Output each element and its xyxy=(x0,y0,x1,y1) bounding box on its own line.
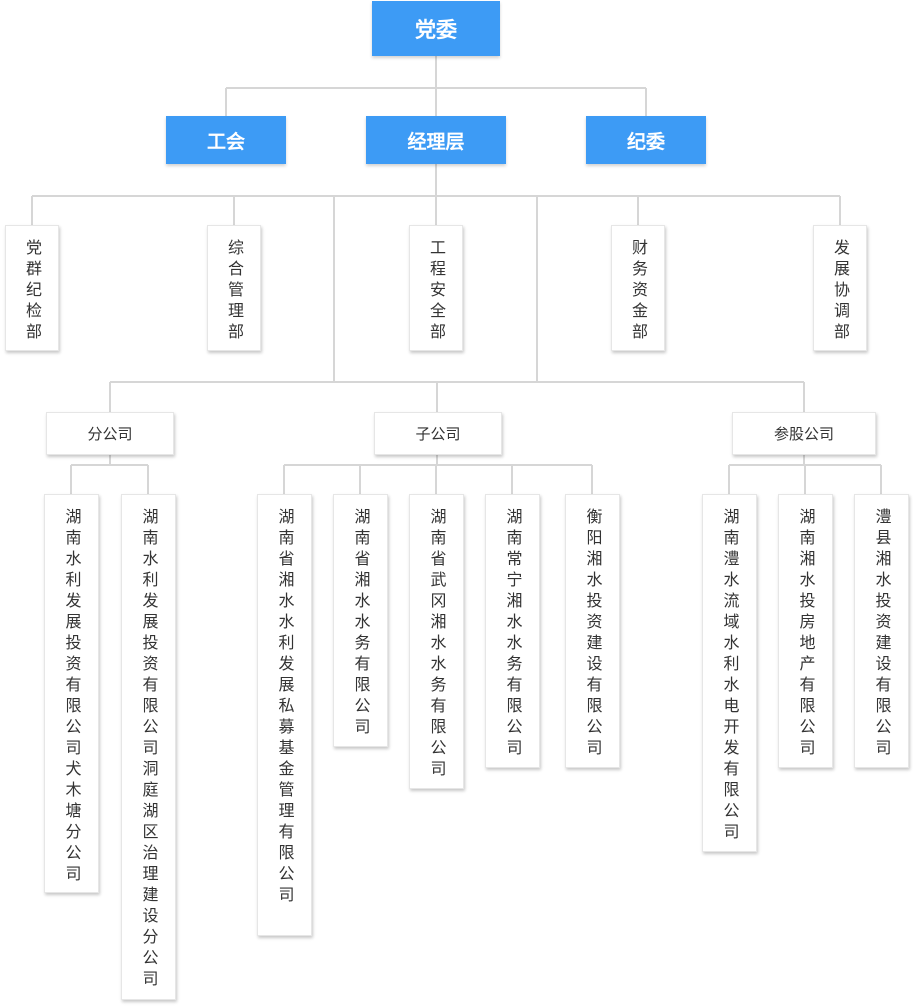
node-hold-lixian: 澧县湘水投资建设有限公司 xyxy=(854,494,909,768)
node-dept-party-discipline: 党群纪检部 xyxy=(5,225,59,351)
node-hold-lixian-label: 澧县湘水投资建设有限公司 xyxy=(872,508,892,760)
node-branch-dongting: 湖南水利发展投资有限公司洞庭湖区治理建设分公司 xyxy=(121,494,176,1000)
node-hold-realestate: 湖南湘水投房地产有限公司 xyxy=(778,494,833,768)
node-union-label: 工会 xyxy=(206,130,245,153)
node-holdings-label: 参股公司 xyxy=(773,425,834,443)
node-branch-quanmutang: 湖南水利发展投资有限公司犬木塘分公司 xyxy=(44,494,99,893)
node-sub-wugang-label: 湖南省武冈湘水水务有限公司 xyxy=(427,508,447,781)
node-discipline: 纪委 xyxy=(586,116,706,164)
node-branch-dongting-label: 湖南水利发展投资有限公司洞庭湖区治理建设分公司 xyxy=(139,508,159,991)
node-hold-lishui-label: 湖南澧水流域水利水电开发有限公司 xyxy=(720,508,740,844)
connector-branches xyxy=(70,455,149,494)
connector-holdings xyxy=(728,455,882,494)
node-discipline-label: 纪委 xyxy=(626,130,665,153)
node-sub-hengyang-label: 衡阳湘水投资建设有限公司 xyxy=(583,508,603,760)
node-sub-changning-label: 湖南常宁湘水水务有限公司 xyxy=(503,508,523,760)
node-dept-safety-label: 工程安全部 xyxy=(427,239,446,344)
node-subsidiaries-label: 子公司 xyxy=(415,425,461,443)
node-branches-label: 分公司 xyxy=(87,425,133,443)
node-dept-finance: 财务资金部 xyxy=(611,225,665,351)
node-dept-development-label: 发展协调部 xyxy=(831,239,850,344)
node-dept-development: 发展协调部 xyxy=(813,225,867,351)
node-union: 工会 xyxy=(166,116,286,164)
node-dept-party-discipline-label: 党群纪检部 xyxy=(23,239,42,344)
node-sub-fund: 湖南省湘水水利发展私募基金管理有限公司 xyxy=(257,494,312,936)
node-dept-general-label: 综合管理部 xyxy=(225,239,244,344)
node-party: 党委 xyxy=(372,1,500,56)
node-sub-changning: 湖南常宁湘水水务有限公司 xyxy=(485,494,540,768)
node-dept-general: 综合管理部 xyxy=(207,225,261,351)
node-management: 经理层 xyxy=(366,116,506,164)
connector-groups xyxy=(109,196,805,412)
node-management-label: 经理层 xyxy=(407,130,465,153)
node-sub-fund-label: 湖南省湘水水利发展私募基金管理有限公司 xyxy=(275,508,295,907)
node-branch-quanmutang-label: 湖南水利发展投资有限公司犬木塘分公司 xyxy=(62,508,82,886)
connector-management xyxy=(31,164,841,225)
node-dept-finance-label: 财务资金部 xyxy=(629,239,648,344)
node-sub-water-label: 湖南省湘水水务有限公司 xyxy=(351,508,371,739)
node-sub-hengyang: 衡阳湘水投资建设有限公司 xyxy=(565,494,620,768)
node-hold-realestate-label: 湖南湘水投房地产有限公司 xyxy=(796,508,816,760)
node-party-label: 党委 xyxy=(415,17,457,42)
node-holdings: 参股公司 xyxy=(732,412,876,455)
connector-party xyxy=(225,56,647,116)
node-subsidiaries: 子公司 xyxy=(374,412,502,455)
node-branches: 分公司 xyxy=(46,412,174,455)
node-sub-water: 湖南省湘水水务有限公司 xyxy=(333,494,388,747)
connector-subsidiaries xyxy=(283,455,593,494)
node-sub-wugang: 湖南省武冈湘水水务有限公司 xyxy=(409,494,464,789)
node-hold-lishui: 湖南澧水流域水利水电开发有限公司 xyxy=(702,494,757,852)
node-dept-safety: 工程安全部 xyxy=(409,225,463,351)
